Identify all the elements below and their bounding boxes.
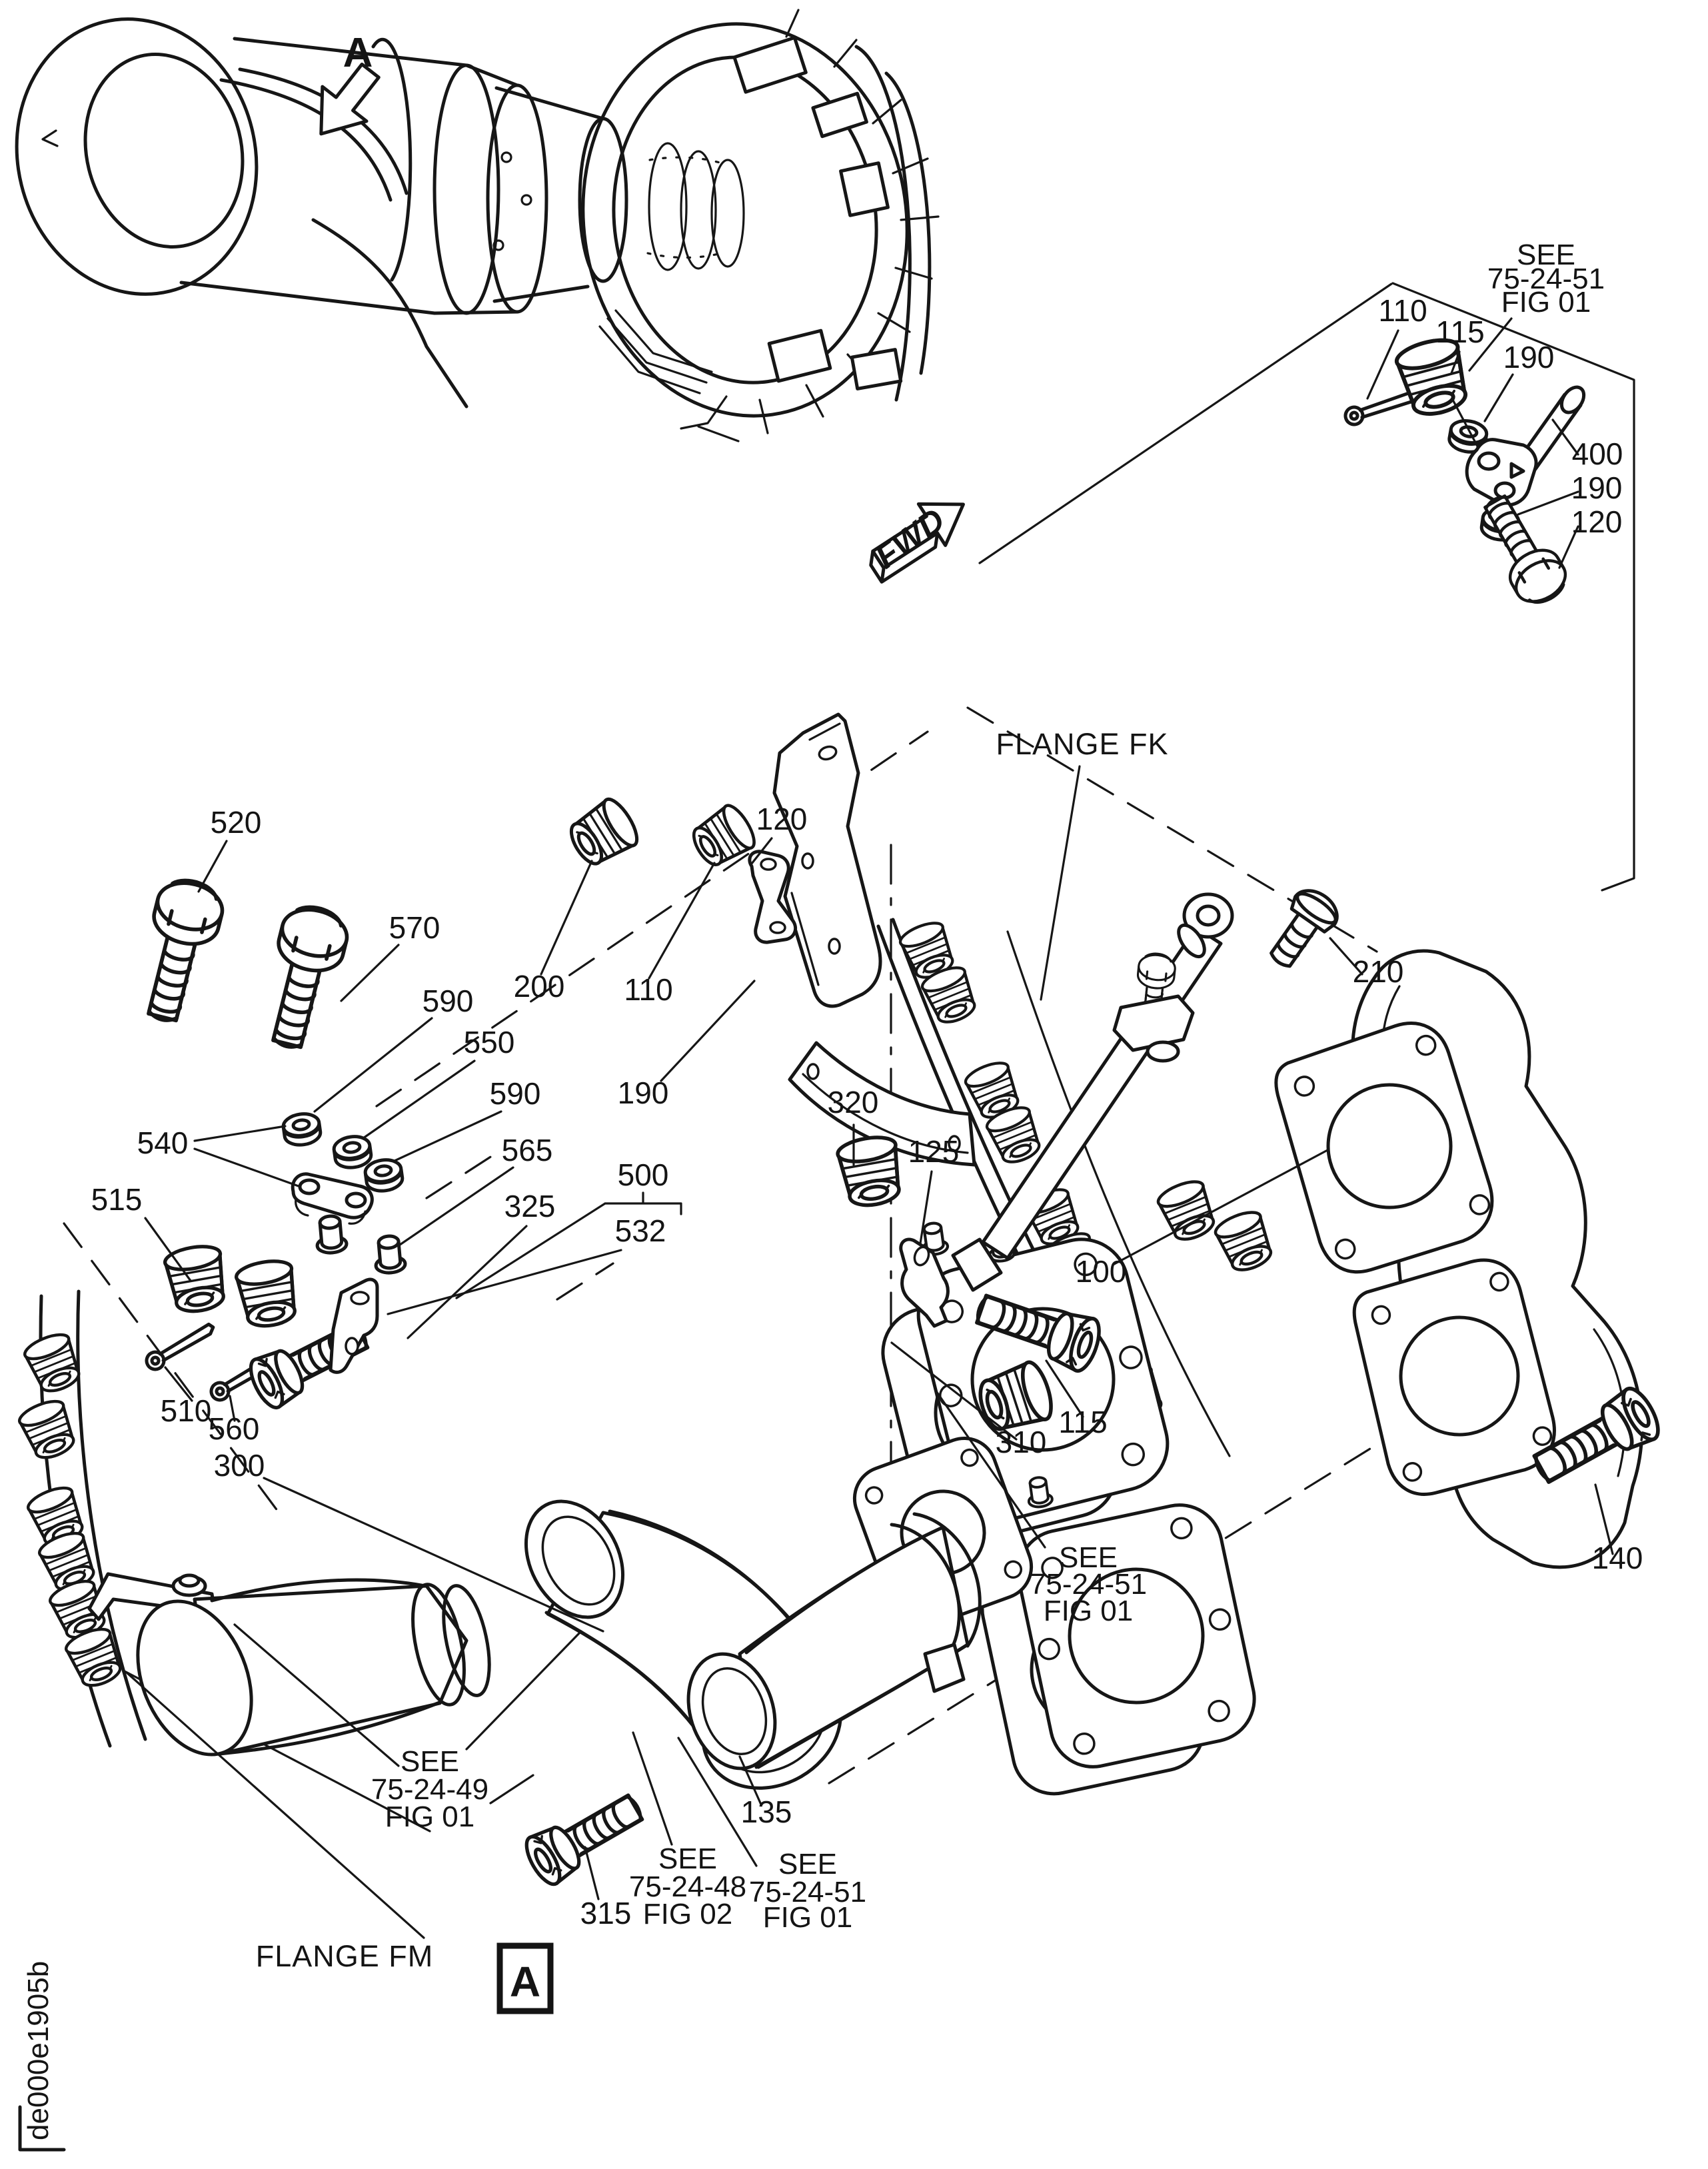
part-label-300: 300 <box>214 1448 265 1483</box>
svg-text:75-24-48: 75-24-48 <box>629 1870 746 1903</box>
see-ref-mid-right: SEE 75-24-51 FIG 01 <box>1030 1541 1147 1627</box>
part-label-115c: 115 <box>1058 1405 1107 1439</box>
bolt-520-drawing <box>130 874 228 1028</box>
duct-48-drawing <box>686 1512 982 1771</box>
part-label-110tr: 110 <box>1378 293 1427 328</box>
part-label-510: 510 <box>161 1393 212 1428</box>
part-label-310: 310 <box>996 1425 1047 1459</box>
stud-565a-drawing <box>315 1215 347 1254</box>
tab-125-drawing <box>899 1237 950 1328</box>
part-label-325: 325 <box>504 1189 556 1223</box>
part-label-190tr: 190 <box>1503 340 1555 374</box>
part-label-190c: 190 <box>618 1076 669 1110</box>
part-label-125: 125 <box>908 1134 960 1169</box>
grommet-drawing <box>235 1257 301 1330</box>
part-label-120tr: 120 <box>1571 504 1623 539</box>
clevis-400-drawing <box>1465 385 1586 507</box>
see-ref-bottom-left: SEE 75-24-49 FIG 01 <box>371 1745 488 1833</box>
part-label-565: 565 <box>502 1133 553 1167</box>
part-label-560: 560 <box>209 1411 260 1446</box>
svg-text:75-24-51: 75-24-51 <box>749 1876 866 1908</box>
part-label-570: 570 <box>389 910 440 945</box>
svg-text:FIG 01: FIG 01 <box>1044 1595 1134 1627</box>
see-ref-bottom-mid: SEE 75-24-48 FIG 02 <box>629 1842 746 1930</box>
part-label-140: 140 <box>1592 1541 1643 1575</box>
svg-text:FIG 01: FIG 01 <box>763 1901 853 1934</box>
grommet-515-drawing <box>163 1243 229 1315</box>
part-label-120c: 120 <box>756 802 808 836</box>
nut-320-drawing <box>836 1133 905 1209</box>
part-label-532: 532 <box>615 1213 666 1248</box>
detail-a-arrow: A <box>319 30 381 136</box>
document-code-text: de000e1905b <box>22 1961 55 2140</box>
flange-fm-label: FLANGE FM <box>256 1939 434 1973</box>
detail-a-box-letter: A <box>510 1958 540 2006</box>
svg-text:FIG 01: FIG 01 <box>1501 286 1591 319</box>
see-ref-bottom-right: SEE 75-24-51 FIG 01 <box>749 1848 866 1934</box>
support-bracket-and-gaskets <box>1274 949 1644 1569</box>
part-label-500: 500 <box>618 1157 669 1192</box>
svg-text:SEE: SEE <box>401 1745 459 1778</box>
shoe-plate <box>788 1041 976 1167</box>
washer-590b-drawing <box>364 1157 404 1193</box>
washer-590a-drawing <box>282 1111 322 1147</box>
svg-text:SEE: SEE <box>1517 239 1575 271</box>
svg-text:SEE: SEE <box>778 1848 837 1880</box>
detail-a-box: A <box>496 1942 554 2014</box>
strap-120-drawing <box>748 850 797 944</box>
gasket-lower <box>1016 1503 1256 1769</box>
gasket-100-upper <box>1274 1022 1494 1274</box>
gasket-100-lower <box>1352 1258 1556 1496</box>
svg-text:FIG 01: FIG 01 <box>385 1801 475 1833</box>
inlet-cone-duct <box>136 1578 491 1757</box>
svg-text:75-24-51: 75-24-51 <box>1030 1568 1147 1601</box>
pin-510-drawing <box>143 1323 219 1373</box>
top-right-subassembly <box>1343 335 1586 612</box>
leader-lines <box>125 317 1614 1939</box>
nut-200-drawing <box>563 794 643 872</box>
flange-fk-label: FLANGE FK <box>996 727 1168 761</box>
part-label-540: 540 <box>137 1125 189 1160</box>
part-label-100: 100 <box>1076 1254 1127 1289</box>
bolt-570-drawing <box>255 901 353 1054</box>
svg-text:SEE: SEE <box>1059 1541 1118 1574</box>
part-label-190tr2: 190 <box>1571 470 1623 505</box>
see-ref-top-right: SEE 75-24-51 FIG 01 <box>1487 239 1605 319</box>
bracket-190-drawing <box>748 712 976 1167</box>
engine-overview-drawing <box>15 9 940 442</box>
washer-550-drawing <box>333 1134 373 1169</box>
fwd-arrow: FWD <box>868 501 965 584</box>
svg-text:SEE: SEE <box>658 1842 717 1875</box>
part-label-110c: 110 <box>624 972 672 1007</box>
part-label-320: 320 <box>828 1085 879 1119</box>
part-label-400: 400 <box>1572 436 1623 471</box>
part-label-590: 590 <box>423 984 474 1018</box>
svg-text:75-24-49: 75-24-49 <box>371 1773 488 1806</box>
part-label-200: 200 <box>514 969 565 1004</box>
part-label-515: 515 <box>91 1182 143 1217</box>
control-rod-assembly <box>951 892 1278 1292</box>
svg-text:FIG 02: FIG 02 <box>643 1898 733 1930</box>
document-code: de000e1905b <box>18 1961 66 2152</box>
part-label-590b: 590 <box>490 1076 541 1111</box>
corner-mark <box>18 2105 66 2152</box>
part-label-115tr: 115 <box>1435 315 1484 349</box>
part-label-315: 315 <box>580 1896 632 1930</box>
left-hardware-cluster <box>130 794 760 1412</box>
see-reference-blocks: SEE 75-24-51 FIG 01 SEE 75-24-51 FIG 01 … <box>371 239 1605 1934</box>
stud-565b-drawing <box>373 1235 406 1274</box>
bolt-210-drawing <box>1270 889 1339 968</box>
bolt-120tr-drawing <box>1471 486 1573 612</box>
part-label-210: 210 <box>1353 954 1404 989</box>
part-label-550: 550 <box>464 1025 515 1060</box>
part-number-labels: 520 570 590 550 590 565 540 515 500 325 … <box>91 293 1643 1930</box>
svg-text:75-24-51: 75-24-51 <box>1487 263 1605 295</box>
part-label-135: 135 <box>741 1795 792 1829</box>
part-label-520: 520 <box>211 805 262 840</box>
